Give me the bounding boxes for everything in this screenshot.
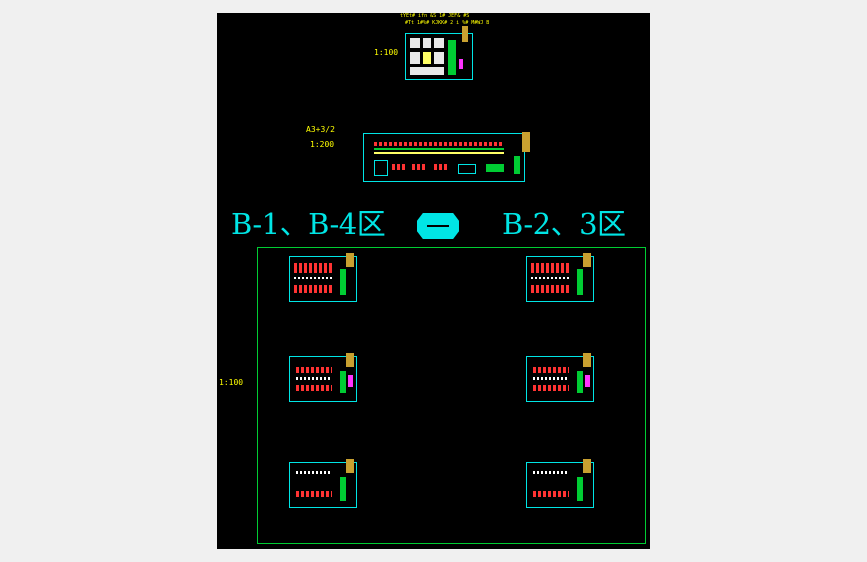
sheet-detail <box>533 491 569 497</box>
sheet-detail <box>410 52 420 64</box>
floor-plan-sheet[interactable] <box>526 253 594 302</box>
sheet-detail <box>577 269 583 295</box>
sheet-detail <box>374 152 504 154</box>
floor-plan-sheet[interactable] <box>289 459 357 508</box>
title-block-tag <box>462 26 468 42</box>
scale-label-middle: 1:200 <box>310 140 335 149</box>
sheet-detail <box>577 371 583 393</box>
sheet-detail <box>448 40 456 75</box>
title-block-tag <box>583 353 591 367</box>
zone-right-label: B-2、3区 <box>502 207 626 241</box>
sheet-detail <box>531 285 571 293</box>
scale-label-bottom: 1:100 <box>219 378 244 387</box>
sheet-detail <box>577 477 583 501</box>
middle-drawing-sheet[interactable] <box>363 132 530 182</box>
sheet-detail <box>296 367 332 373</box>
sheet-detail <box>392 164 406 170</box>
title-block-stamp <box>585 375 590 387</box>
floor-plan-sheet[interactable] <box>289 353 357 402</box>
sheet-detail <box>533 367 569 373</box>
sheet-detail <box>531 277 571 279</box>
sheet-detail <box>294 285 334 293</box>
sheet-detail <box>296 385 332 391</box>
title-block-tag <box>522 132 530 152</box>
top-sheet-header-2: #Tt 1#%# KJKK# 2 i %# M#WJ B <box>405 20 490 26</box>
sheet-detail <box>423 38 431 48</box>
sheet-detail <box>486 164 504 172</box>
sheet-detail <box>412 164 426 170</box>
sheet-detail <box>340 371 346 393</box>
title-block-tag <box>583 253 591 267</box>
title-block-stamp <box>514 156 520 174</box>
sheet-detail <box>434 52 444 64</box>
sheet-detail <box>294 277 334 279</box>
floor-plan-sheet[interactable] <box>526 459 594 508</box>
sheet-detail <box>296 491 332 497</box>
floor-plan-sheet[interactable] <box>526 353 594 402</box>
top-sheet-header-1: tYEt# ifn &S 1# JEF& #S <box>400 13 470 19</box>
zone-left-label: B-1、B-4区 <box>231 207 386 241</box>
compass-symbol <box>417 213 459 239</box>
title-block-stamp <box>348 375 353 387</box>
floor-plan-sheet[interactable] <box>289 253 357 302</box>
sheet-detail <box>374 160 388 176</box>
sheet-detail <box>410 67 444 75</box>
sheet-detail <box>458 164 476 174</box>
compass-bar <box>427 225 449 227</box>
title-block-tag <box>346 459 354 473</box>
sheet-detail <box>434 164 448 170</box>
sheet-detail <box>374 142 504 146</box>
sheet-detail <box>434 38 444 48</box>
sheet-detail <box>296 471 332 474</box>
sheet-detail <box>340 269 346 295</box>
sheet-detail <box>531 263 571 273</box>
scale-label-top: 1:100 <box>374 48 399 57</box>
paper-size-label: A3+3/2 <box>306 125 335 134</box>
title-block-stamp <box>459 59 463 69</box>
sheet-detail <box>294 263 334 273</box>
sheet-detail <box>533 377 569 380</box>
title-block-tag <box>583 459 591 473</box>
top-drawing-sheet[interactable] <box>405 26 473 80</box>
sheet-detail <box>423 52 431 64</box>
sheet-detail <box>296 377 332 380</box>
title-block-tag <box>346 253 354 267</box>
sheet-detail <box>533 385 569 391</box>
sheet-detail <box>340 477 346 501</box>
title-block-tag <box>346 353 354 367</box>
sheet-detail <box>533 471 569 474</box>
sheet-detail <box>410 38 420 48</box>
sheet-detail <box>374 148 504 150</box>
cad-model-space[interactable]: tYEt# ifn &S 1# JEF& #S #Tt 1#%# KJKK# 2… <box>217 13 650 549</box>
zone-frame[interactable] <box>257 247 646 544</box>
